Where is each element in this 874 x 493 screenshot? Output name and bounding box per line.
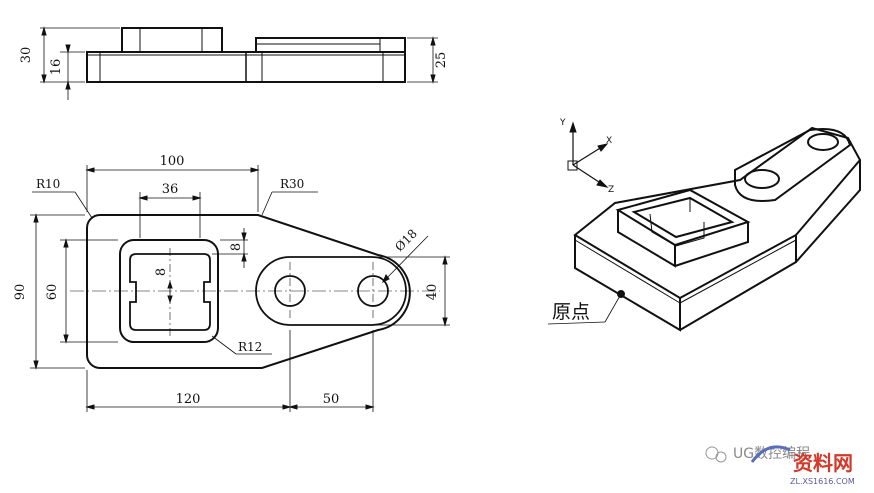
arrowhead bbox=[241, 252, 247, 262]
watermark: UG数控编程 资料网 ZL.XS1616.COM bbox=[705, 445, 855, 486]
top-view-boss-left bbox=[121, 27, 223, 53]
arrowhead bbox=[192, 195, 202, 201]
brand-name: 资料网 bbox=[793, 451, 853, 475]
iso-edge bbox=[679, 239, 797, 304]
r10-label: R10 bbox=[36, 177, 60, 191]
iso-arm bbox=[734, 128, 852, 202]
arrowhead bbox=[167, 280, 173, 289]
arrowhead bbox=[250, 167, 260, 173]
pocket-inner bbox=[129, 253, 211, 331]
arrowhead bbox=[382, 274, 390, 284]
dim-30-text: 30 bbox=[19, 47, 34, 64]
wechat-icon-bubble bbox=[715, 451, 727, 463]
r12-label: R12 bbox=[238, 340, 262, 354]
iso-edge bbox=[574, 239, 681, 304]
iso-boss-front bbox=[674, 222, 749, 267]
leader-line bbox=[261, 191, 273, 216]
iso-hole-1 bbox=[744, 169, 780, 189]
dim-120-text: 120 bbox=[176, 392, 201, 407]
arrowhead bbox=[85, 404, 95, 410]
arrowhead bbox=[63, 334, 69, 344]
dim-inner-8-text: 8 bbox=[154, 268, 169, 276]
arrowhead bbox=[288, 404, 298, 410]
dim-100-text: 100 bbox=[160, 154, 185, 169]
iso-pocket-rim bbox=[631, 196, 735, 239]
slot-outline bbox=[255, 256, 407, 326]
arrowhead bbox=[65, 80, 71, 90]
leader-line bbox=[74, 191, 93, 219]
arrowhead bbox=[442, 255, 448, 265]
x-axis-arrow bbox=[597, 143, 609, 152]
iso-pocket-inner bbox=[649, 213, 705, 247]
origin-leader bbox=[604, 293, 622, 323]
arrowhead bbox=[365, 404, 375, 410]
arrowhead bbox=[33, 360, 39, 370]
arrowhead bbox=[63, 238, 69, 248]
triad-origin-box bbox=[567, 160, 578, 171]
top-view: 30 16 25 bbox=[19, 26, 449, 100]
iso-right-side bbox=[795, 160, 861, 263]
wechat-channel-name: UG数控编程 bbox=[733, 446, 810, 462]
z-axis-label: Z bbox=[608, 185, 614, 195]
dim-16-text: 16 bbox=[49, 59, 64, 76]
arrowhead bbox=[442, 317, 448, 327]
r30-label: R30 bbox=[280, 177, 304, 191]
y-axis-arrow bbox=[569, 121, 577, 133]
iso-boss-side bbox=[617, 210, 676, 268]
dia18-label: Ø18 bbox=[392, 226, 420, 254]
arrowhead bbox=[167, 295, 173, 304]
arrowhead bbox=[282, 404, 292, 410]
arrowhead bbox=[138, 195, 148, 201]
arrowhead bbox=[41, 74, 47, 84]
dim-60-text: 60 bbox=[45, 284, 60, 301]
iso-view: 原点 Y X Z bbox=[547, 118, 862, 332]
dim-36-text: 36 bbox=[162, 182, 179, 197]
dim-50-text: 50 bbox=[323, 392, 340, 407]
dim-40-text: 40 bbox=[425, 284, 440, 301]
y-axis-label: Y bbox=[559, 118, 566, 128]
top-view-boss-right bbox=[255, 37, 406, 53]
origin-leader bbox=[547, 321, 606, 325]
front-view: 100 36 8 8 90 60 bbox=[13, 154, 450, 412]
brand-logo-icon bbox=[750, 445, 791, 463]
arrowhead bbox=[241, 232, 247, 242]
origin-label: 原点 bbox=[552, 301, 590, 323]
leader-line bbox=[211, 335, 237, 355]
arrowhead bbox=[430, 74, 436, 84]
arrowhead bbox=[41, 26, 47, 36]
dim-8-text: 8 bbox=[229, 243, 244, 251]
dim-25-text: 25 bbox=[434, 52, 449, 69]
arrowhead bbox=[65, 44, 71, 54]
arrowhead bbox=[430, 36, 436, 46]
leader-line bbox=[382, 235, 429, 283]
dim-90-text: 90 bbox=[13, 284, 28, 301]
arrowhead bbox=[85, 167, 95, 173]
brand-url: ZL.XS1616.COM bbox=[790, 477, 855, 486]
z-axis-arrow bbox=[596, 179, 609, 188]
axis-triad: Y X Z bbox=[559, 118, 614, 195]
iso-hole-2 bbox=[807, 133, 839, 151]
iso-left-side bbox=[574, 235, 681, 332]
x-axis-label: X bbox=[606, 136, 612, 146]
arrowhead bbox=[33, 213, 39, 223]
